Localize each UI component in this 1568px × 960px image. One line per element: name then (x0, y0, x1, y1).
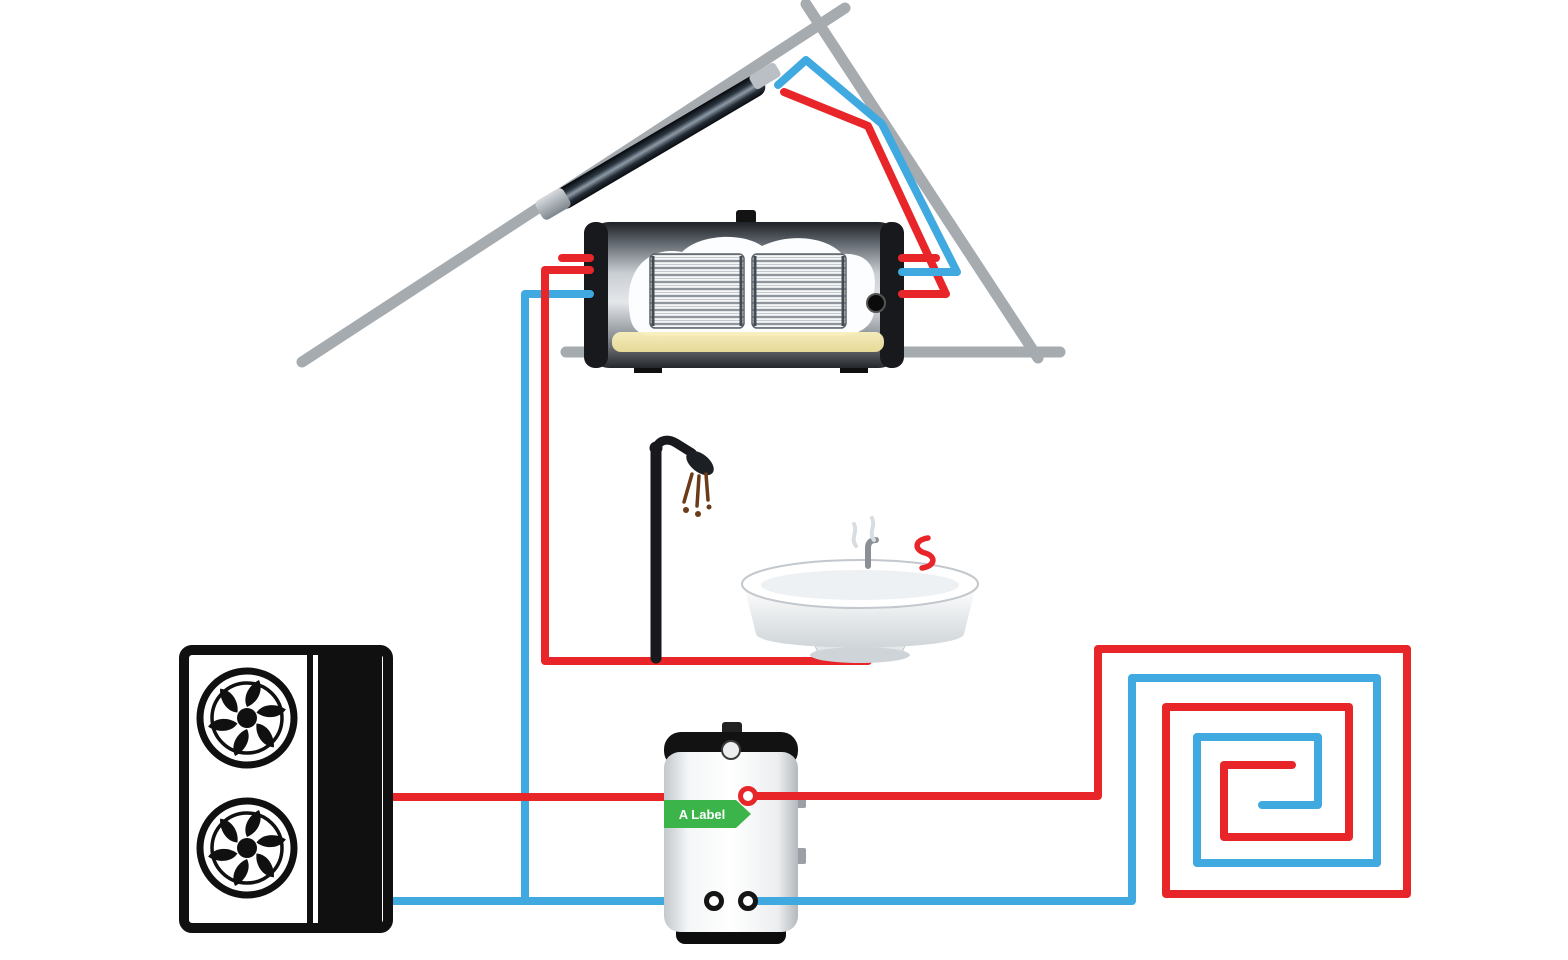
hot-water-symbol (914, 535, 936, 571)
water-drop (683, 507, 689, 513)
heat-exchanger-coil-left (649, 253, 745, 329)
solar-cold-pipe (774, 56, 961, 276)
tank-insulation-strip (612, 332, 884, 352)
rooftop-storage-tank (584, 210, 904, 373)
shower-spray (682, 472, 710, 508)
steam-wisp (851, 522, 858, 548)
water-drop (695, 511, 701, 517)
heat-pump-unit (179, 645, 393, 933)
collector-manifold-fitting (749, 62, 781, 90)
solar-loop-pipes (558, 56, 961, 298)
tank-cap-right (880, 222, 904, 368)
solar-hot-pipe (780, 88, 950, 298)
buffer-tank-hot-port (738, 786, 758, 806)
bathtub-water (761, 570, 959, 600)
shower-fixture (649, 435, 714, 664)
buffer-tank-flange (721, 740, 741, 760)
fan-icon (200, 671, 294, 765)
heat-pump-side-panel (318, 655, 382, 923)
steam-wisp (869, 516, 876, 542)
bathtub (741, 516, 979, 663)
roof-right-rafter (800, 0, 1044, 364)
bathtub-base (810, 647, 910, 663)
solar-collector (535, 62, 781, 220)
buffer-tank (664, 722, 806, 944)
underfloor-supply-spiral (748, 645, 1411, 898)
underfloor-return-spiral (748, 674, 1381, 905)
heat-pump-pipes (380, 793, 718, 905)
collector-end-cap (535, 188, 571, 220)
buffer-tank-details: A Label (664, 786, 758, 911)
tank-foot-left (634, 364, 662, 373)
buffer-tank-bottom-port (704, 891, 724, 911)
shower-head (686, 450, 714, 476)
shower-arm (651, 435, 697, 458)
tank-top-nub (736, 210, 756, 224)
underfloor-heating-loop (748, 645, 1411, 905)
heat-exchanger-coil-right (751, 253, 847, 329)
tank-sensor-knob (866, 293, 886, 313)
energy-label-text: A Label (679, 807, 725, 822)
cold-downpipe (521, 290, 594, 905)
collector-tube (554, 75, 766, 209)
energy-label-tag (664, 800, 751, 828)
fan-icon (200, 801, 294, 895)
tank-foot-right (840, 364, 868, 373)
water-drop (706, 504, 712, 510)
buffer-tank-bottom-port (738, 891, 758, 911)
